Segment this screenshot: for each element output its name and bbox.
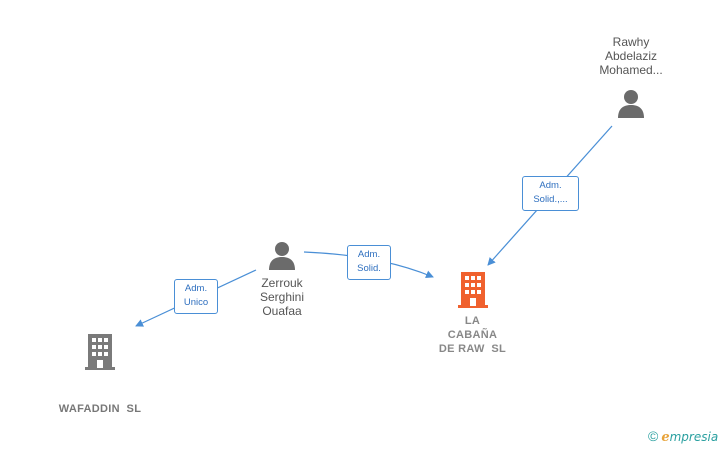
building-icon [85, 334, 115, 370]
person-name-line: Rawhy [612, 35, 650, 49]
edge-label-zerrouk-la-cabana: Adm. Solid. [347, 245, 391, 280]
person-name-line: Serghini [259, 290, 305, 304]
person-name-line: Ouafaa [262, 304, 302, 318]
empresia-watermark: ©empresia [648, 428, 718, 445]
building-icon [457, 272, 488, 308]
company-name-line: LA [464, 315, 481, 327]
edge-label-line: Adm. [539, 180, 562, 191]
person-name: Zerrouk Serghini Ouafaa [237, 276, 327, 318]
edge-label-rawhy-la-cabana: Adm. Solid.,... [522, 176, 579, 211]
copyright-symbol: © [648, 428, 659, 444]
person-icon [618, 90, 644, 118]
person-node-zerrouk[interactable]: Zerrouk Serghini Ouafaa [237, 240, 327, 318]
person-name: Rawhy Abdelaziz Mohamed... [586, 35, 676, 77]
company-name-line: DE RAW SL [438, 343, 507, 355]
person-name-line: Mohamed... [599, 63, 663, 77]
company-node-la-cabana[interactable]: LA CABAÑA DE RAW SL [425, 272, 520, 356]
brand-logo-letter: e [661, 430, 670, 445]
edge-label-zerrouk-wafaddin: Adm. Unico [174, 279, 218, 314]
person-icon [269, 242, 295, 270]
company-name-line: WAFADDIN SL [58, 403, 142, 415]
company-name-line: CABAÑA [447, 329, 498, 341]
brand-name: mpresia [669, 430, 719, 444]
company-node-wafaddin[interactable]: WAFADDIN SL [50, 334, 150, 444]
edge-label-line: Solid. [357, 263, 381, 274]
person-node-rawhy[interactable]: Rawhy Abdelaziz Mohamed... [586, 35, 676, 118]
edge-label-line: Solid.,... [533, 194, 568, 205]
edge-label-line: Adm. [357, 249, 381, 260]
company-name: LA CABAÑA DE RAW SL [425, 314, 520, 356]
person-name-line: Abdelaziz [604, 49, 658, 63]
edge-label-line: Adm. [184, 283, 208, 294]
edge-label-line: Unico [183, 297, 209, 308]
company-name: WAFADDIN SL [50, 374, 150, 444]
person-name-line: Zerrouk [261, 276, 303, 290]
